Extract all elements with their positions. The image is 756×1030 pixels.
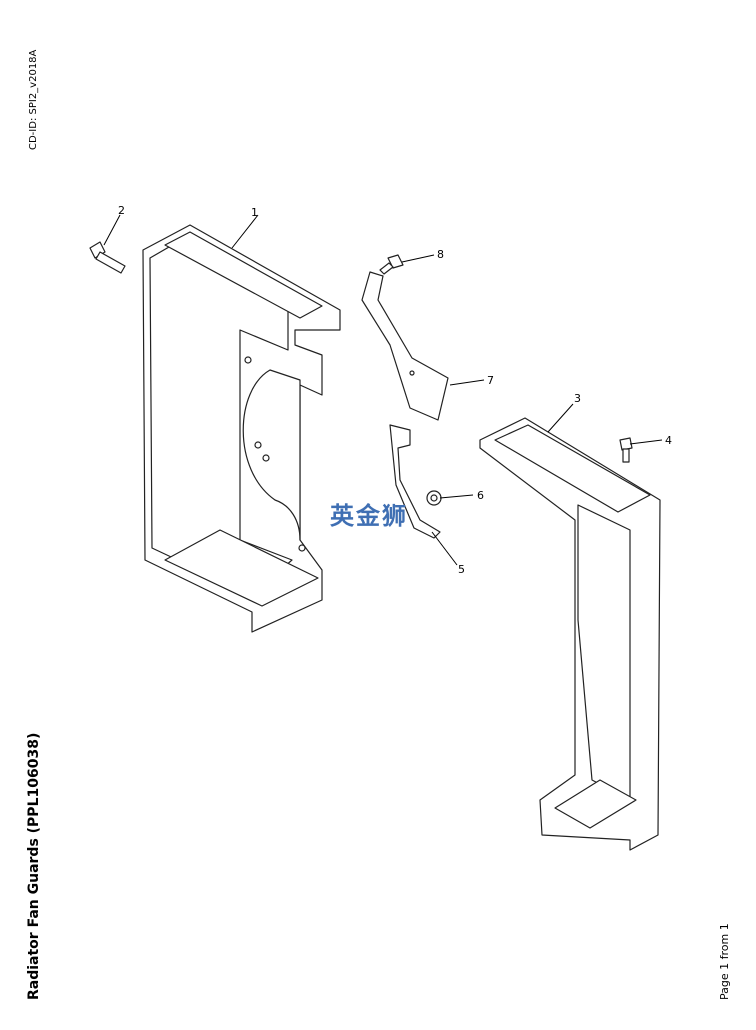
bolt-part-6 — [426, 490, 442, 506]
callout-7: 7 — [487, 374, 494, 387]
callout-4: 4 — [665, 434, 672, 447]
callout-1: 1 — [251, 206, 258, 219]
leader-line-7 — [449, 379, 485, 386]
bolt-part-8 — [379, 254, 404, 275]
leader-line-2 — [103, 214, 121, 246]
callout-6: 6 — [477, 489, 484, 502]
watermark-text: 英金狮 — [330, 502, 408, 530]
bolt-part-4 — [619, 437, 633, 463]
leader-line-3 — [547, 403, 574, 433]
callout-2: 2 — [118, 204, 125, 217]
bracket-part-5 — [389, 424, 441, 539]
leader-line-4 — [629, 439, 663, 445]
leader-line-1 — [231, 214, 259, 249]
callout-3: 3 — [574, 392, 581, 405]
leader-line-6 — [439, 494, 474, 499]
bracket-part-7 — [361, 271, 449, 421]
leader-line-5 — [431, 531, 458, 566]
bolt-part-2 — [89, 241, 126, 274]
leader-line-8 — [401, 254, 435, 263]
fan-guard-left-part-1 — [142, 224, 341, 633]
callout-8: 8 — [437, 248, 444, 261]
fan-guard-right-part-3 — [479, 417, 661, 851]
callout-5: 5 — [458, 563, 465, 576]
